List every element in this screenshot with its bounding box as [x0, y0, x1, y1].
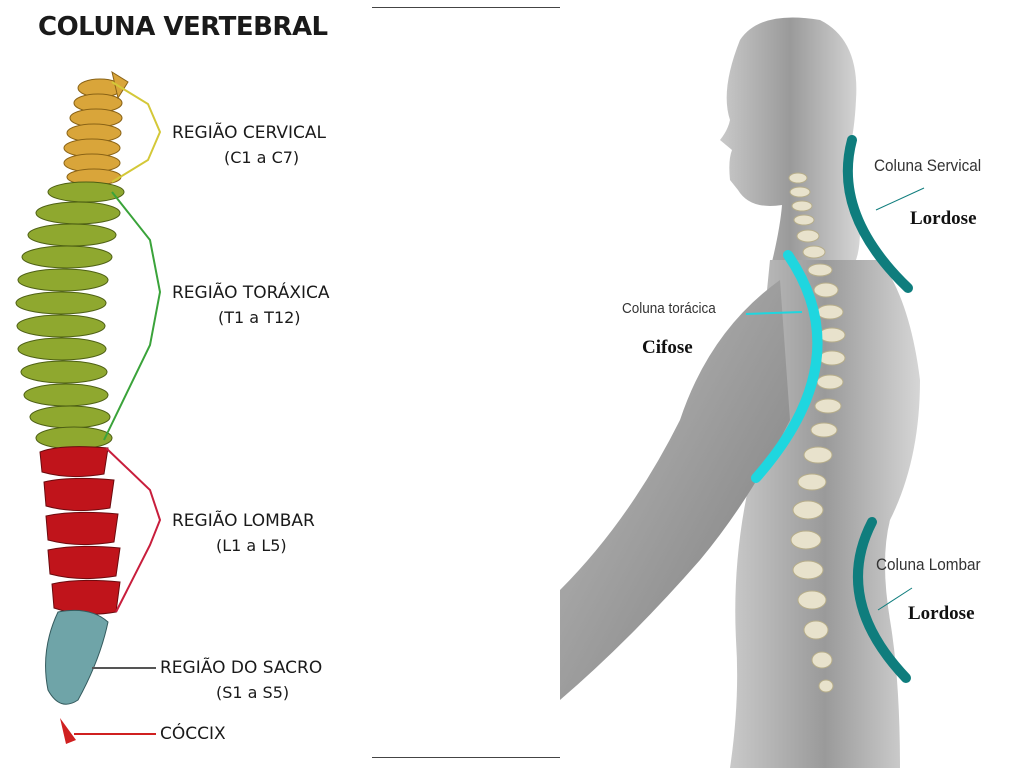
- sacrum: [45, 609, 109, 705]
- cervical-label: Coluna Servical: [874, 156, 982, 175]
- region-cervical-name: REGIÃO CERVICAL: [172, 123, 326, 143]
- lumbar-pointer-line: [877, 587, 913, 611]
- region-sacrum-range: (S1 a S5): [216, 683, 290, 702]
- thoracic-bracket: [103, 191, 162, 441]
- lumbar-bracket: [105, 447, 162, 613]
- region-coccyx-name: CÓCCIX: [160, 724, 226, 744]
- arm-silhouette: [560, 280, 790, 700]
- thoracic-label: Coluna torácica: [622, 300, 716, 317]
- coccyx: [60, 718, 76, 744]
- spine-illustration: [15, 70, 162, 744]
- region-sacrum-name: REGIÃO DO SACRO: [160, 658, 323, 678]
- human-figure-illustration: [560, 17, 925, 768]
- region-thoracic-name: REGIÃO TORÁXICA: [172, 283, 330, 303]
- cervical-curve-label: Lordose: [910, 208, 977, 229]
- head-silhouette: [720, 17, 860, 270]
- region-cervical-range: (C1 a C7): [224, 148, 300, 167]
- spine-regions-diagram: COLUNA VERTEBRAL: [0, 0, 370, 768]
- posture-diagram: Coluna Servical Lordose Coluna torácica …: [560, 0, 1024, 768]
- region-lumbar-name: REGIÃO LOMBAR: [172, 511, 315, 531]
- lumbar-curve-label: Lordose: [908, 603, 975, 624]
- bottom-divider-line: [372, 757, 560, 758]
- lumbar-vertebrae: [39, 446, 121, 615]
- cervical-vertebrae: [63, 70, 129, 186]
- region-thoracic-range: (T1 a T12): [218, 308, 301, 327]
- cervical-bracket: [111, 81, 162, 183]
- lumbar-lordose-arc: [852, 517, 911, 683]
- cervical-lordose-arc: [842, 135, 913, 293]
- lumbar-label: Coluna Lombar: [876, 555, 981, 574]
- figure-spine: [788, 172, 846, 693]
- top-divider-line: [372, 7, 560, 8]
- thoracic-vertebrae: [15, 181, 125, 450]
- thoracic-pointer-line: [745, 311, 803, 315]
- cervical-pointer-line: [875, 187, 925, 211]
- diagram-title: COLUNA VERTEBRAL: [38, 12, 328, 42]
- thoracic-curve-label: Cifose: [642, 337, 693, 358]
- thoracic-cifose-arc: [751, 250, 823, 483]
- region-lumbar-range: (L1 a L5): [216, 536, 287, 555]
